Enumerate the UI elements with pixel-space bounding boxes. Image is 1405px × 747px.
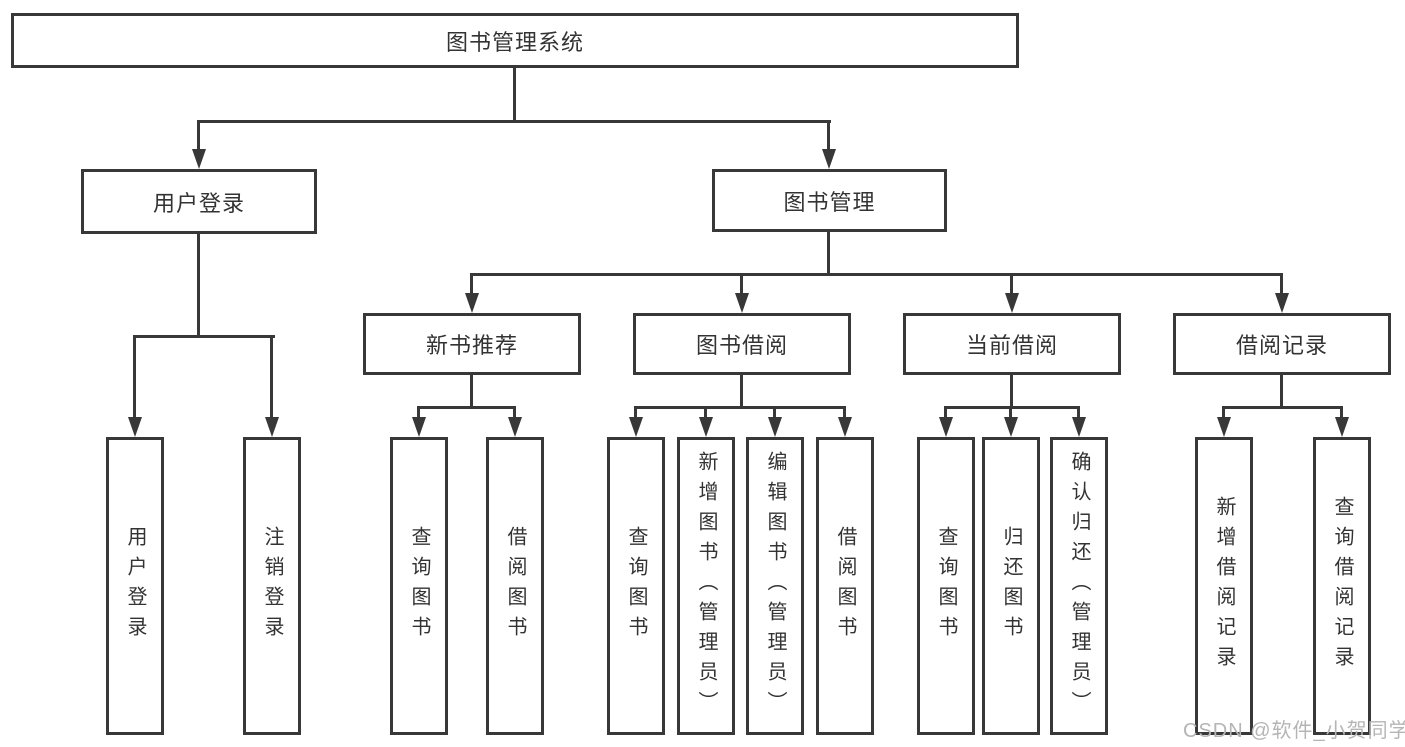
arrow-down-icon [1072, 417, 1086, 437]
arrow-down-icon [412, 417, 426, 437]
node-query-books-recommend: 查询图书 [390, 437, 448, 735]
connector-line [1280, 375, 1283, 409]
arrow-down-icon [735, 293, 749, 313]
arrow-down-icon [768, 417, 782, 437]
node-label: 图书管理 [783, 189, 876, 215]
connector-line [1010, 273, 1013, 295]
connector-line [704, 406, 707, 419]
connector-line [740, 375, 743, 409]
arrow-down-icon [1217, 417, 1231, 437]
connector-line [634, 406, 846, 409]
node-add-books-admin: 新增图书（管理员） [677, 437, 735, 735]
connector-line [827, 232, 830, 276]
node-label: 图书管理系统 [445, 29, 584, 55]
connector-line [197, 234, 200, 338]
node-query-books-borrowing: 查询图书 [607, 437, 665, 735]
node-borrowing-records: 借阅记录 [1173, 313, 1391, 375]
connector-line [1010, 375, 1013, 409]
node-label: 查询借阅记录 [1331, 496, 1353, 676]
node-query-books-current: 查询图书 [917, 437, 975, 735]
connector-line [197, 120, 831, 123]
node-return-books: 归还图书 [982, 437, 1040, 735]
connector-line [470, 375, 473, 409]
connector-line [417, 406, 420, 419]
node-book-borrowing: 图书借阅 [633, 313, 851, 375]
node-label: 新增图书（管理员） [695, 451, 717, 721]
connector-line [133, 335, 275, 338]
node-borrow-books-recommend: 借阅图书 [486, 437, 544, 735]
node-current-borrowing: 当前借阅 [903, 313, 1121, 375]
node-label: 编辑图书（管理员） [764, 451, 786, 721]
connector-line [1222, 406, 1343, 409]
arrow-down-icon [192, 149, 206, 169]
connector-line [634, 406, 637, 419]
connector-line [1222, 406, 1225, 419]
connector-line [773, 406, 776, 419]
connector-line [827, 120, 830, 151]
node-label: 用户登录 [152, 190, 245, 216]
connector-line [270, 335, 273, 419]
node-logout: 注销登录 [243, 437, 301, 735]
node-edit-books-admin: 编辑图书（管理员） [746, 437, 804, 735]
node-label: 查询图书 [408, 526, 430, 646]
node-book-management: 图书管理 [712, 169, 947, 232]
node-label: 借阅记录 [1235, 333, 1328, 358]
watermark: CSDN @软件_小贺同学 [1183, 720, 1405, 742]
node-label: 借阅图书 [504, 526, 526, 646]
connector-line [417, 406, 516, 409]
connector-line [1340, 406, 1343, 419]
arrow-down-icon [265, 417, 279, 437]
connector-line [513, 406, 516, 419]
node-new-book-recommend: 新书推荐 [363, 313, 581, 375]
node-label: 查询图书 [625, 526, 647, 646]
arrow-down-icon [822, 149, 836, 169]
node-query-borrow-record: 查询借阅记录 [1313, 437, 1371, 735]
connector-line [1009, 406, 1012, 419]
arrow-down-icon [1275, 293, 1289, 313]
node-label: 新书推荐 [425, 333, 518, 358]
connector-line [133, 335, 136, 419]
node-label: 注销登录 [261, 526, 283, 646]
arrow-down-icon [508, 417, 522, 437]
connector-line [470, 273, 1283, 276]
node-label: 用户登录 [124, 526, 146, 646]
node-confirm-return-admin: 确认归还（管理员） [1050, 437, 1108, 735]
connector-line [944, 406, 1080, 409]
arrow-down-icon [1335, 417, 1349, 437]
connector-line [843, 406, 846, 419]
connector-line [1077, 406, 1080, 419]
connector-line [513, 68, 516, 123]
node-user-login: 用户登录 [81, 169, 317, 234]
arrow-down-icon [939, 417, 953, 437]
node-label: 当前借阅 [965, 333, 1058, 358]
connector-line [740, 273, 743, 295]
arrow-down-icon [699, 417, 713, 437]
connector-line [1280, 273, 1283, 295]
connector-line [470, 273, 473, 295]
node-label: 确认归还（管理员） [1068, 451, 1090, 721]
node-label: 借阅图书 [834, 526, 856, 646]
arrow-down-icon [128, 417, 142, 437]
arrow-down-icon [629, 417, 643, 437]
node-borrow-books: 借阅图书 [816, 437, 874, 735]
connector-line [944, 406, 947, 419]
node-library-management-system: 图书管理系统 [11, 13, 1019, 68]
node-add-borrow-record: 新增借阅记录 [1195, 437, 1253, 735]
node-label: 新增借阅记录 [1213, 496, 1235, 676]
arrow-down-icon [1005, 293, 1019, 313]
node-label: 图书借阅 [695, 333, 788, 358]
arrow-down-icon [838, 417, 852, 437]
connector-line [197, 120, 200, 151]
node-user-login-leaf: 用户登录 [106, 437, 164, 735]
node-label: 查询图书 [935, 526, 957, 646]
arrow-down-icon [465, 293, 479, 313]
arrow-down-icon [1004, 417, 1018, 437]
node-label: 归还图书 [1000, 526, 1022, 646]
